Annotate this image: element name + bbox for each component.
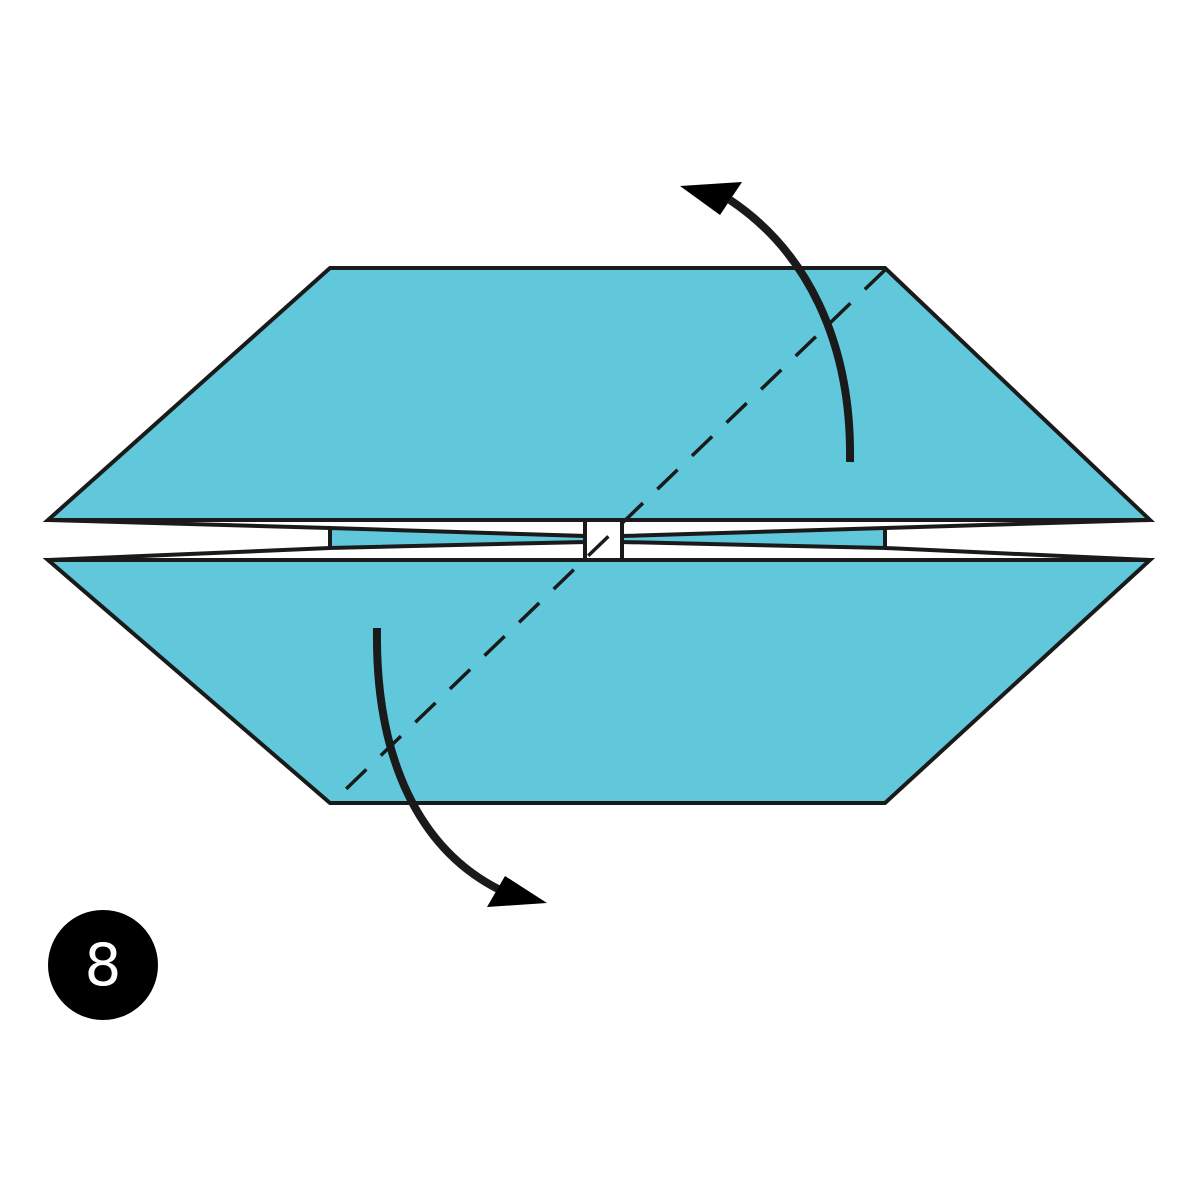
upper-flap: [42, 266, 1156, 522]
lower-flap: [42, 558, 1156, 805]
fold-line: [343, 268, 887, 792]
step-number: 8: [84, 931, 122, 999]
arrow-down-icon: [372, 627, 547, 907]
step-number-badge: 8: [48, 910, 158, 1020]
center-strip: [47, 518, 1151, 562]
arrow-up-icon: [680, 182, 855, 463]
